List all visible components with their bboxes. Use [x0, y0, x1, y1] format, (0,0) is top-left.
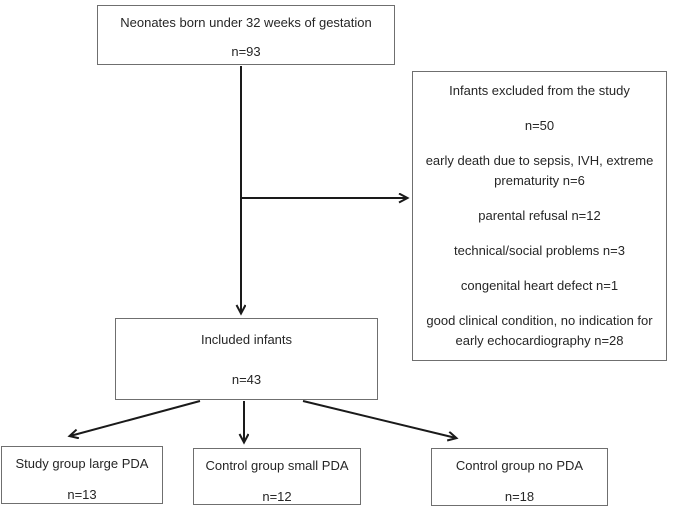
node-control-group-small-pda: Control group small PDA n=12 [193, 448, 361, 505]
node-study-count: n=13 [67, 487, 97, 502]
node-excluded-label: Infants excluded from the study [449, 83, 630, 98]
node-study-label: Study group large PDA [15, 456, 149, 471]
node-total-neonates: Neonates born under 32 weeks of gestatio… [97, 5, 395, 65]
node-excluded: Infants excluded from the study n=50 ear… [412, 71, 667, 361]
node-study-group-large-pda: Study group large PDA n=13 [1, 446, 163, 504]
exclusion-reason: early death due to sepsis, IVH, extreme … [425, 153, 654, 188]
node-excluded-count: n=50 [524, 118, 555, 133]
exclusion-reason: good clinical condition, no indication f… [426, 313, 653, 348]
node-control-no-label: Control group no PDA [455, 458, 584, 473]
node-control-no-count: n=18 [504, 489, 535, 504]
exclusion-reason: congenital heart defect n=1 [460, 278, 619, 293]
node-total-label: Neonates born under 32 weeks of gestatio… [120, 15, 372, 30]
arrow-included-to-study-group [70, 400, 201, 436]
node-control-group-no-pda: Control group no PDA n=18 [431, 448, 608, 506]
node-control-small-label: Control group small PDA [205, 458, 349, 473]
exclusion-reason: parental refusal n=12 [478, 208, 601, 223]
exclusion-reason: technical/social problems n=3 [454, 243, 625, 258]
node-total-count: n=93 [231, 44, 261, 59]
node-included-label: Included infants [200, 332, 293, 347]
node-included-infants: Included infants n=43 [115, 318, 378, 400]
node-control-small-count: n=12 [262, 489, 292, 504]
arrow-included-to-control-no [302, 400, 456, 438]
node-included-count: n=43 [231, 372, 262, 387]
